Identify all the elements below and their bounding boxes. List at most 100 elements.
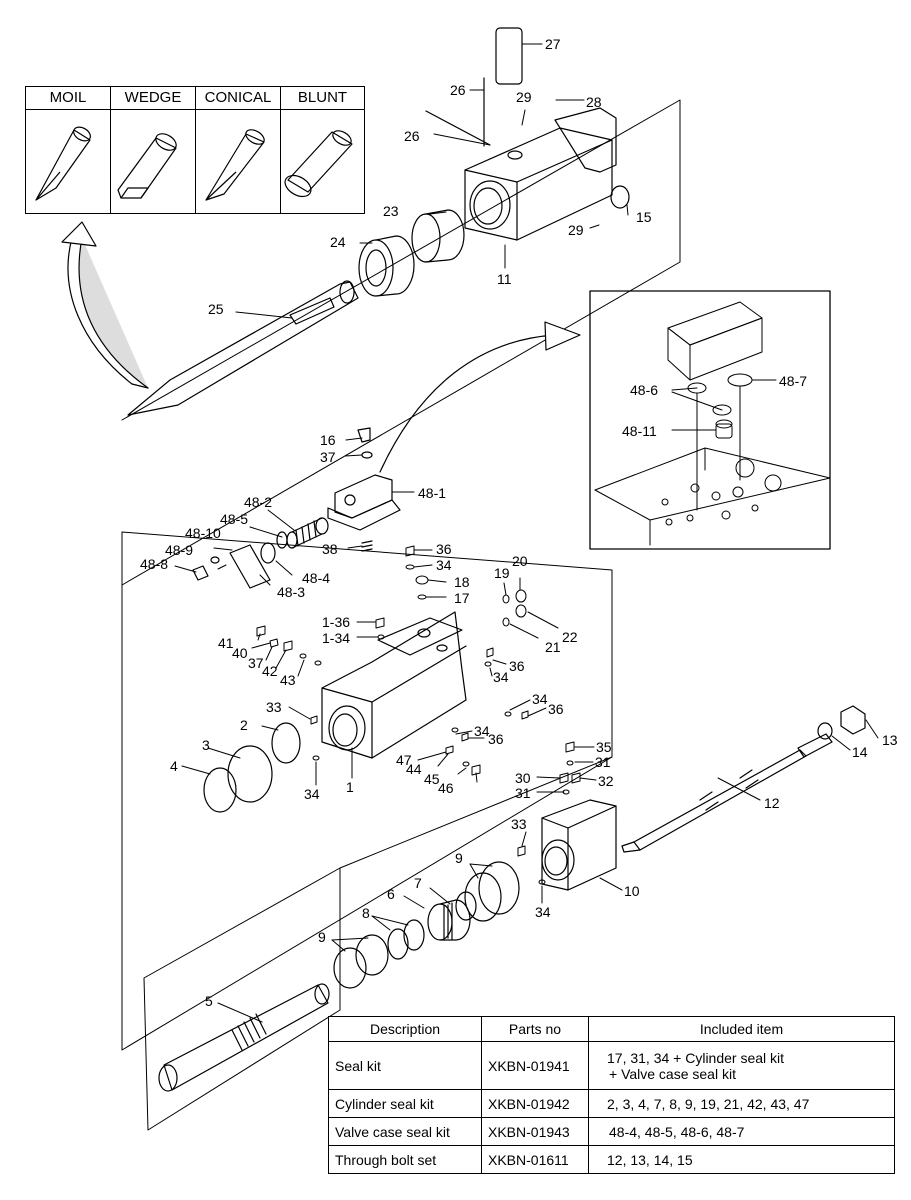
washer-14	[817, 722, 833, 740]
callout-33b: 33	[511, 816, 527, 832]
cell-description: Valve case seal kit	[328, 1117, 482, 1146]
through-bolt-12	[621, 733, 833, 853]
ring-3	[227, 745, 273, 803]
callout-48-8: 48-8	[140, 556, 169, 572]
table-header-row: Description Parts no Included item	[328, 1016, 895, 1042]
callout-26b: 26	[404, 128, 420, 144]
callout-10: 10	[624, 883, 640, 899]
ring-8b	[387, 928, 409, 960]
callout-13: 13	[882, 732, 898, 748]
callout-1-34: 1-34	[322, 630, 351, 646]
callout-46: 46	[438, 780, 454, 796]
callout-48-5: 48-5	[220, 511, 249, 527]
small-parts-back	[517, 741, 581, 885]
callout-14: 14	[852, 744, 868, 760]
washer-37	[361, 451, 373, 459]
wedge-tip-icon	[117, 133, 177, 199]
callout-36d: 36	[488, 731, 504, 747]
washer-48-9	[210, 556, 220, 564]
moil-tip-icon	[35, 126, 91, 201]
tip-header-moil: MOIL	[26, 87, 111, 110]
cell-description: Through bolt set	[328, 1145, 482, 1174]
cell-parts-no: XKBN-01941	[481, 1041, 589, 1090]
callout-29a: 29	[516, 89, 532, 105]
callout-20: 20	[512, 553, 528, 569]
callout-17: 17	[454, 590, 470, 606]
callout-32: 32	[598, 773, 614, 789]
cell-included: 12, 13, 14, 15	[588, 1145, 895, 1174]
valve-detail-box	[589, 290, 831, 550]
callout-44: 44	[406, 761, 422, 777]
table-row: Through bolt set XKBN-01611 12, 13, 14, …	[328, 1145, 895, 1174]
valve-case-48-1	[327, 474, 401, 531]
cell-parts-no: XKBN-01943	[481, 1117, 589, 1146]
o-ring-48-4	[260, 542, 276, 564]
callout-48-11: 48-11	[622, 423, 657, 439]
callout-22: 22	[562, 629, 578, 645]
callout-34e: 34	[304, 786, 320, 802]
table-row: Seal kit XKBN-01941 17, 31, 34 + Cylinde…	[328, 1041, 895, 1090]
callout-48-9: 48-9	[165, 542, 194, 558]
callout-12: 12	[764, 795, 780, 811]
cell-included: 2, 3, 4, 7, 8, 9, 19, 21, 42, 43, 47	[588, 1089, 895, 1118]
callout-34d: 34	[474, 723, 490, 739]
detail-arrow	[379, 321, 581, 473]
callout-36c: 36	[548, 701, 564, 717]
ring-8a	[403, 919, 425, 951]
callout-48-4: 48-4	[302, 570, 331, 586]
tip-header-blunt: BLUNT	[281, 87, 364, 110]
callout-41: 41	[218, 635, 234, 651]
included-line-2: + Valve case seal kit	[609, 1065, 736, 1082]
conical-tip-icon	[205, 129, 265, 201]
callout-48-2: 48-2	[244, 494, 273, 510]
callout-18: 18	[454, 574, 470, 590]
callout-26a: 26	[450, 82, 466, 98]
callout-16: 16	[320, 432, 336, 448]
seal-9a	[478, 861, 520, 915]
included-line-1: 17, 31, 34 + Cylinder seal kit	[607, 1049, 785, 1066]
callout-28: 28	[586, 94, 602, 110]
callout-19: 19	[494, 565, 510, 581]
pin-26b	[425, 110, 491, 146]
leader-lines	[174, 43, 879, 1023]
seal-9d	[333, 947, 367, 989]
callout-1: 1	[346, 779, 354, 795]
bolt-16	[357, 427, 371, 443]
tip-drawings	[35, 126, 353, 201]
header-description: Description	[328, 1016, 482, 1042]
seal-9c	[355, 934, 389, 976]
callout-37b: 37	[248, 655, 264, 671]
callout-42: 42	[262, 663, 278, 679]
callout-33a: 33	[266, 699, 282, 715]
callout-34f: 34	[535, 904, 551, 920]
cell-included: 48-4, 48-5, 48-6, 48-7	[588, 1117, 895, 1146]
bush-23	[411, 209, 465, 263]
callout-4: 4	[170, 758, 178, 774]
callout-48-1: 48-1	[418, 485, 447, 501]
header-parts-no: Parts no	[481, 1016, 589, 1042]
tip-cell-wedge	[111, 110, 196, 213]
seal-kit-table: Description Parts no Included item Seal …	[328, 1016, 895, 1174]
chisel-25	[127, 280, 359, 416]
callout-21: 21	[545, 639, 561, 655]
small-parts-cylinder	[256, 545, 529, 776]
tip-arrow	[61, 221, 149, 389]
tip-cell-moil	[26, 110, 111, 213]
o-ring-48-5	[276, 531, 288, 549]
callout-31a: 31	[595, 754, 611, 770]
callout-38: 38	[322, 541, 338, 557]
callout-29b: 29	[568, 222, 584, 238]
cell-included: 17, 31, 34 + Cylinder seal kit + Valve c…	[588, 1041, 895, 1090]
cell-parts-no: XKBN-01611	[481, 1145, 589, 1174]
piston-5	[158, 983, 330, 1092]
callout-25: 25	[208, 301, 224, 317]
callout-9b: 9	[318, 929, 326, 945]
cylinder-1	[321, 611, 467, 759]
callout-27: 27	[545, 36, 561, 52]
callout-48-10: 48-10	[185, 525, 221, 541]
ring-4	[203, 767, 237, 813]
nut-13	[840, 705, 866, 735]
callout-34b: 34	[493, 669, 509, 685]
bush-24	[358, 235, 415, 297]
